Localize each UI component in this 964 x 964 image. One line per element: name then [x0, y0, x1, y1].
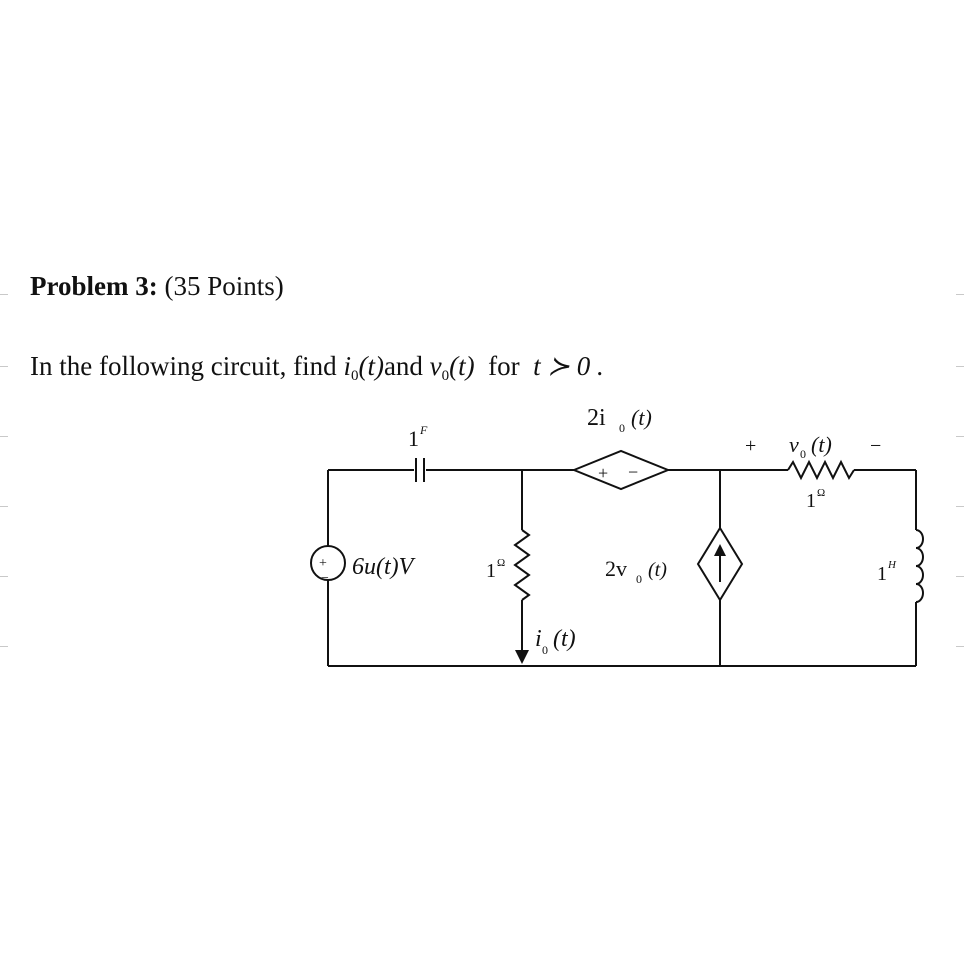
- source-minus: −: [321, 571, 329, 586]
- source-label: 6u(t)V: [352, 554, 416, 580]
- statement-i-arg: (t): [358, 351, 384, 381]
- statement-for: for: [488, 351, 520, 381]
- ccvs-diamond: [571, 449, 671, 491]
- series-resistor-unit: Ω: [817, 487, 825, 499]
- current-sub: 0: [542, 643, 548, 657]
- vccs-arrow-head: [714, 544, 726, 556]
- ccvs-arg: (t): [631, 405, 652, 430]
- statement-i-symbol: i: [343, 351, 351, 381]
- series-resistor: [787, 459, 855, 481]
- inductor-label: 1: [877, 563, 887, 585]
- statement-v-symbol: v: [429, 351, 442, 381]
- vo-arg: (t): [811, 432, 832, 457]
- ccvs-label: 2i: [587, 405, 606, 431]
- problem-label: Problem 3:: [30, 271, 158, 301]
- vccs-sub: 0: [636, 572, 642, 586]
- statement-v-arg: (t): [449, 351, 475, 381]
- vo-sub: 0: [800, 447, 806, 461]
- current-label: i: [535, 626, 542, 652]
- margin-tick: [956, 646, 964, 647]
- vo-plus: +: [745, 435, 756, 457]
- margin-tick: [0, 366, 8, 367]
- margin-tick: [956, 436, 964, 437]
- margin-tick: [956, 366, 964, 367]
- ccvs-plus: +: [598, 463, 608, 483]
- inductor-unit: H: [887, 559, 897, 571]
- capacitor-unit: F: [419, 423, 428, 437]
- vccs-arg: (t): [648, 559, 667, 581]
- ccvs-sub: 0: [619, 421, 625, 435]
- margin-tick: [956, 294, 964, 295]
- problem-points: (35 Points): [164, 271, 284, 301]
- current-arg: (t): [553, 626, 576, 652]
- margin-tick: [0, 436, 8, 437]
- ccvs-minus: −: [628, 462, 638, 482]
- margin-tick: [956, 576, 964, 577]
- problem-heading: Problem 3: (35 Points): [30, 268, 284, 304]
- statement-condition: t ≻ 0 .: [533, 351, 604, 381]
- margin-tick: [0, 294, 8, 295]
- vccs-label: 2v: [605, 556, 627, 581]
- margin-tick: [956, 506, 964, 507]
- shunt-resistor-label: 1: [486, 560, 496, 582]
- margin-tick: [0, 506, 8, 507]
- current-arrow-head: [515, 650, 529, 664]
- statement-i-sub: 0: [350, 368, 359, 384]
- series-resistor-label: 1: [806, 490, 816, 512]
- inductor-coil: [915, 529, 924, 603]
- margin-tick: [0, 576, 8, 577]
- capacitor-label: 1: [408, 426, 419, 451]
- vo-minus: −: [870, 435, 881, 457]
- problem-statement: In the following circuit, find i0(t)and …: [30, 348, 604, 394]
- statement-lead: In the following circuit, find: [30, 351, 344, 381]
- statement-and: and: [383, 351, 423, 381]
- vo-label: v: [789, 432, 799, 457]
- source-plus: +: [319, 556, 327, 571]
- shunt-resistor-unit: Ω: [497, 557, 505, 569]
- margin-tick: [0, 646, 8, 647]
- shunt-resistor: [513, 529, 531, 601]
- statement-v-sub: 0: [441, 368, 450, 384]
